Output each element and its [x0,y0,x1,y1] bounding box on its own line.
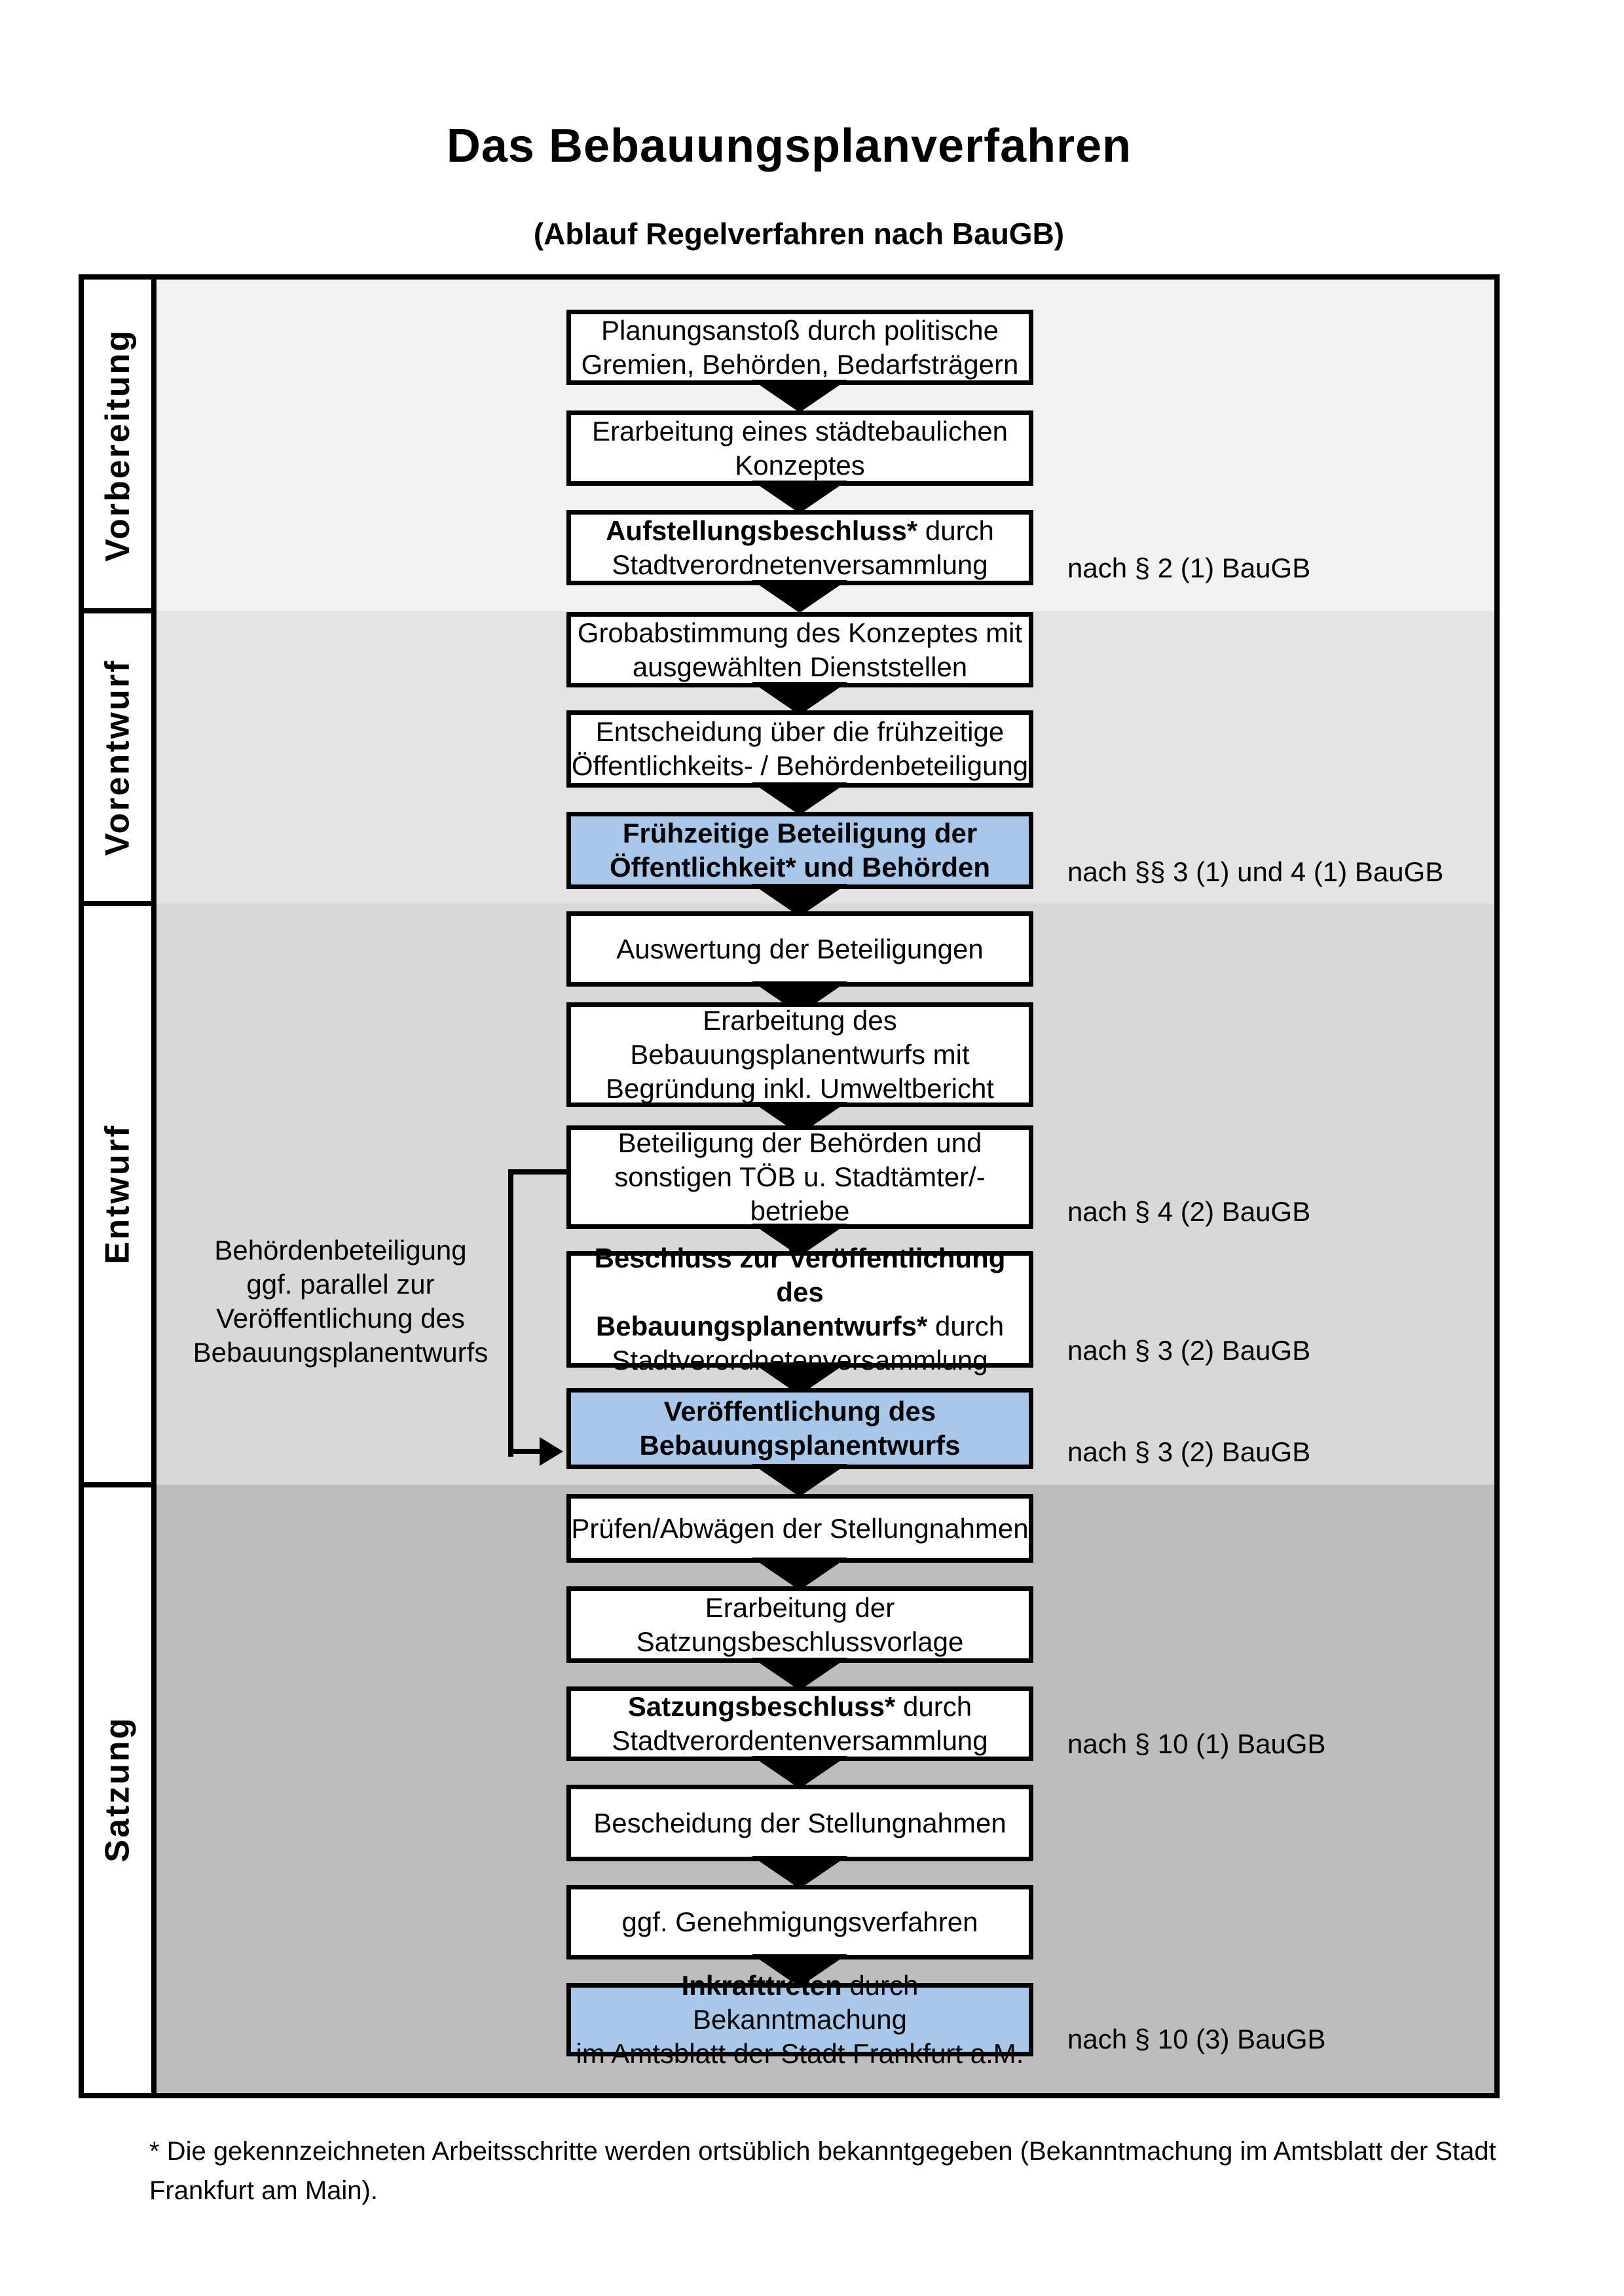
phase-label-text: Vorentwurf [98,659,137,856]
phase-label-text: Entwurf [98,1123,137,1265]
phase-label-vorbereitung: Vorbereitung [84,280,151,611]
arrow-down-icon [752,1464,847,1497]
arrow-down-icon [752,380,847,412]
arrow-down-icon [752,1558,847,1590]
flow-step-veroeffentlichung-entwurf: Veröffentlichung des Bebauungsplanentwur… [566,1388,1033,1469]
flow-step-satzungsbeschluss: Satzungsbeschluss* durch Stadtverordente… [566,1686,1033,1761]
page-title: Das Bebauungsplanverfahren [446,120,1132,172]
legal-ref: nach §§ 3 (1) und 4 (1) BauGB [1067,856,1444,887]
page-subtitle: (Ablauf Regelverfahren nach BauGB) [533,217,1065,251]
phase-divider [84,901,157,906]
side-note: Behördenbeteiligung ggf. parallel zur Ve… [193,1235,489,1368]
legal-ref: nach § 3 (2) BauGB [1067,1436,1311,1467]
flow-step-grobabstimmung: Grobabstimmung des Konzeptes mit ausgewä… [566,612,1033,687]
arrow-down-icon [752,1756,847,1789]
flow-step-staedtebauliches-konzept: Erarbeitung eines städtebaulichen Konzep… [566,410,1033,486]
legal-ref: nach § 10 (1) BauGB [1067,1728,1326,1759]
footnote: * Die gekennzeichneten Arbeitsschritte w… [149,2137,1496,2205]
flow-step-entscheidung-beteiligung: Entscheidung über die frühzeitige Öffent… [566,710,1033,788]
arrow-down-icon [752,580,847,613]
phase-label-vorentwurf: Vorentwurf [84,611,151,903]
phase-column [84,280,157,2093]
arrow-down-icon [752,1658,847,1690]
arrow-down-icon [752,1954,847,1987]
arrow-down-icon [752,884,847,917]
phase-label-entwurf: Entwurf [84,903,151,1485]
flow-step-pruefen-abwaegen: Prüfen/Abwägen der Stellungnahmen [566,1494,1033,1563]
legal-ref: nach § 4 (2) BauGB [1067,1196,1311,1227]
legal-ref: nach § 2 (1) BauGB [1067,553,1311,583]
flow-step-bescheidung: Bescheidung der Stellungnahmen [566,1785,1033,1861]
arrow-down-icon [752,682,847,715]
flow-step-aufstellungsbeschluss: Aufstellungsbeschluss* durch Stadtverord… [566,510,1033,585]
flow-step-auswertung: Auswertung der Beteiligungen [566,911,1033,987]
diagram-frame [79,274,1500,2098]
parallel-connector [508,1449,542,1454]
flow-step-fruehzeitige-beteiligung: Frühzeitige Beteiligung der Öffentlichke… [566,812,1033,889]
flow-step-genehmigungsverfahren: ggf. Genehmigungsverfahren [566,1885,1033,1959]
arrow-right-icon [540,1437,563,1466]
phase-divider [84,1482,157,1487]
flow-step-erarbeitung-entwurf: Erarbeitung des Bebauungsplanentwurfs mi… [566,1002,1033,1107]
parallel-connector [508,1169,566,1175]
flow-step-planungsanstoss: Planungsanstoß durch politische Gremien,… [566,310,1033,385]
arrow-down-icon [752,782,847,815]
phase-label-satzung: Satzung [84,1485,151,2093]
flow-step-satzungsbeschlussvorlage: Erarbeitung der Satzungsbeschlussvorlage [566,1586,1033,1663]
phase-label-text: Vorbereitung [98,329,137,562]
flow-step-beteiligung-behoerden: Beteiligung der Behörden und sonstigen T… [566,1125,1033,1229]
arrow-down-icon [752,1856,847,1889]
arrow-down-icon [752,1224,847,1256]
arrow-down-icon [752,481,847,513]
legal-ref: nach § 3 (2) BauGB [1067,1335,1311,1366]
parallel-connector [508,1169,513,1457]
legal-ref: nach § 10 (3) BauGB [1067,2024,1326,2054]
phase-label-text: Satzung [98,1715,137,1863]
flow-step-inkrafttreten: Inkrafttreten durch Bekanntmachung im Am… [566,1970,1033,2069]
phase-divider [84,608,157,613]
flow-step-beschluss-veroeffentlichung: Beschluss zur Veröffentlichung des Bebau… [566,1243,1033,1376]
